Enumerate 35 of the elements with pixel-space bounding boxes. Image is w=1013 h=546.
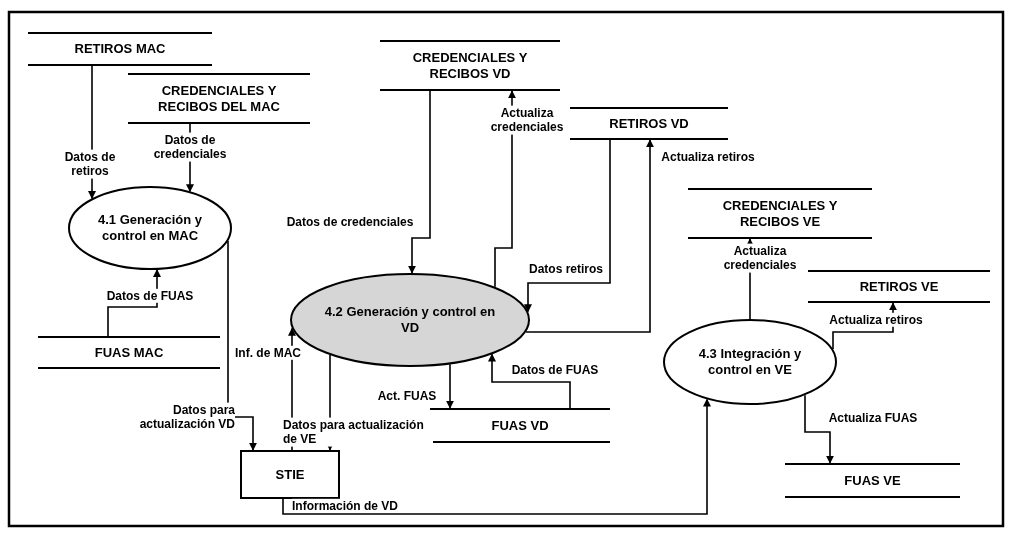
arrow: [107, 269, 161, 337]
arrow: [227, 240, 257, 451]
arrow: [525, 139, 654, 333]
arrow: [446, 363, 454, 409]
data-store: [785, 463, 960, 498]
arrow: [282, 398, 711, 515]
store-label: CREDENCIALES Y RECIBOS VE: [721, 197, 839, 230]
data-store: [38, 336, 220, 369]
process-label: 4.2 Generación y control en VD: [323, 304, 497, 336]
arrow: [804, 394, 834, 464]
store-label: FUAS VE: [844, 472, 901, 489]
process-label: 4.3 Integración y control en VE: [697, 346, 803, 378]
data-store: [128, 73, 310, 124]
store-label: RETIROS VD: [609, 115, 689, 132]
store-label: RETIROS VE: [859, 278, 939, 295]
store-label: RETIROS MAC: [74, 41, 166, 57]
store-label: FUAS MAC: [94, 344, 164, 361]
data-store: [380, 40, 560, 91]
process-label: 4.1 Generación y control en MAC: [96, 212, 204, 244]
store-label: FUAS VD: [491, 417, 549, 434]
arrow: [488, 353, 571, 409]
entity-label: STIE: [275, 466, 305, 483]
store-label: CREDENCIALES Y RECIBOS VD: [411, 49, 529, 82]
data-store: [28, 32, 212, 66]
edge-label: Actualiza retiros: [829, 312, 923, 328]
edge-label: Datos de FUAS: [106, 288, 194, 304]
data-store: [570, 107, 728, 140]
data-store: [688, 188, 872, 239]
arrow: [524, 139, 611, 313]
arrow: [408, 90, 431, 274]
edge-label: Datos para actualización de VE: [283, 417, 433, 447]
external-entity-box: [240, 450, 340, 499]
edge-label: Inf. de MAC: [235, 345, 301, 361]
store-label: CREDENCIALES Y RECIBOS DEL MAC: [157, 82, 281, 115]
data-store: [808, 270, 990, 303]
